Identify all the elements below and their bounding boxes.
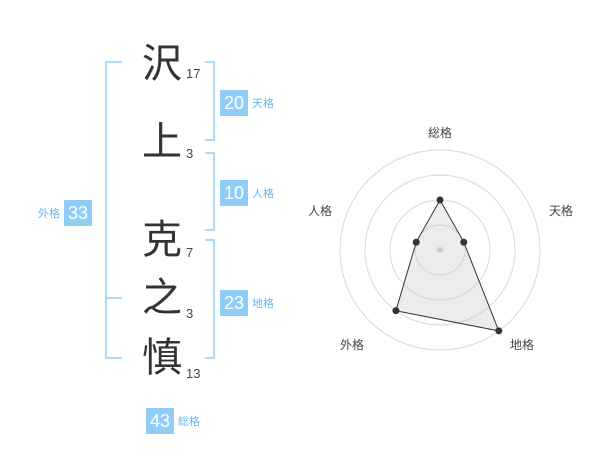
radar-ring (364, 174, 516, 326)
jinkaku-label: 人格 (252, 187, 274, 200)
name-char-1: 沢 (142, 41, 182, 87)
soukaku-value: 43 (146, 408, 174, 434)
chikaku-value: 23 (220, 290, 248, 316)
stroke-count-5: 13 (186, 366, 201, 381)
radar-ring (414, 224, 466, 276)
soukaku-label: 総格 (178, 415, 200, 428)
radar-point-0 (436, 196, 444, 204)
radar-point-3 (392, 307, 400, 315)
radar-point-1 (460, 238, 468, 246)
name-char-5: 慎 (142, 335, 182, 381)
name-char-3: 克 (142, 217, 182, 263)
radar-axis-label-0: 総格 (428, 126, 453, 140)
jinkaku-badge: 10 人格 (220, 180, 274, 206)
jinkaku-value: 10 (220, 180, 248, 206)
radar-point-4 (412, 238, 420, 246)
radar-axis-label-3: 外格 (340, 338, 365, 352)
name-char-4: 之 (142, 275, 182, 321)
radar-area (395, 198, 500, 332)
radar-axis-label-4: 人格 (308, 204, 333, 218)
gaikaku-label: 外格 (38, 207, 60, 220)
gaikaku-badge: 外格 33 (38, 200, 92, 226)
radar-ring (339, 149, 541, 351)
stroke-count-2: 3 (186, 146, 194, 161)
radar-axis-label-1: 天格 (549, 204, 574, 218)
radar-point-2 (495, 327, 503, 335)
tenkaku-label: 天格 (252, 97, 274, 110)
stroke-count-4: 3 (186, 306, 194, 321)
radar-points (392, 196, 503, 335)
tenkaku-badge: 20 天格 (220, 90, 274, 116)
name-char-2: 上 (142, 119, 182, 165)
radar-center-dot (437, 247, 443, 253)
stroke-count-1: 17 (186, 66, 201, 81)
soukaku-badge: 43 総格 (146, 408, 200, 434)
radar-axis-label-2: 地格 (510, 338, 535, 352)
chikaku-label: 地格 (252, 297, 274, 310)
chikaku-badge: 23 地格 (220, 290, 274, 316)
stroke-count-3: 7 (186, 245, 194, 260)
gaikaku-value: 33 (64, 200, 92, 226)
tenkaku-value: 20 (220, 90, 248, 116)
